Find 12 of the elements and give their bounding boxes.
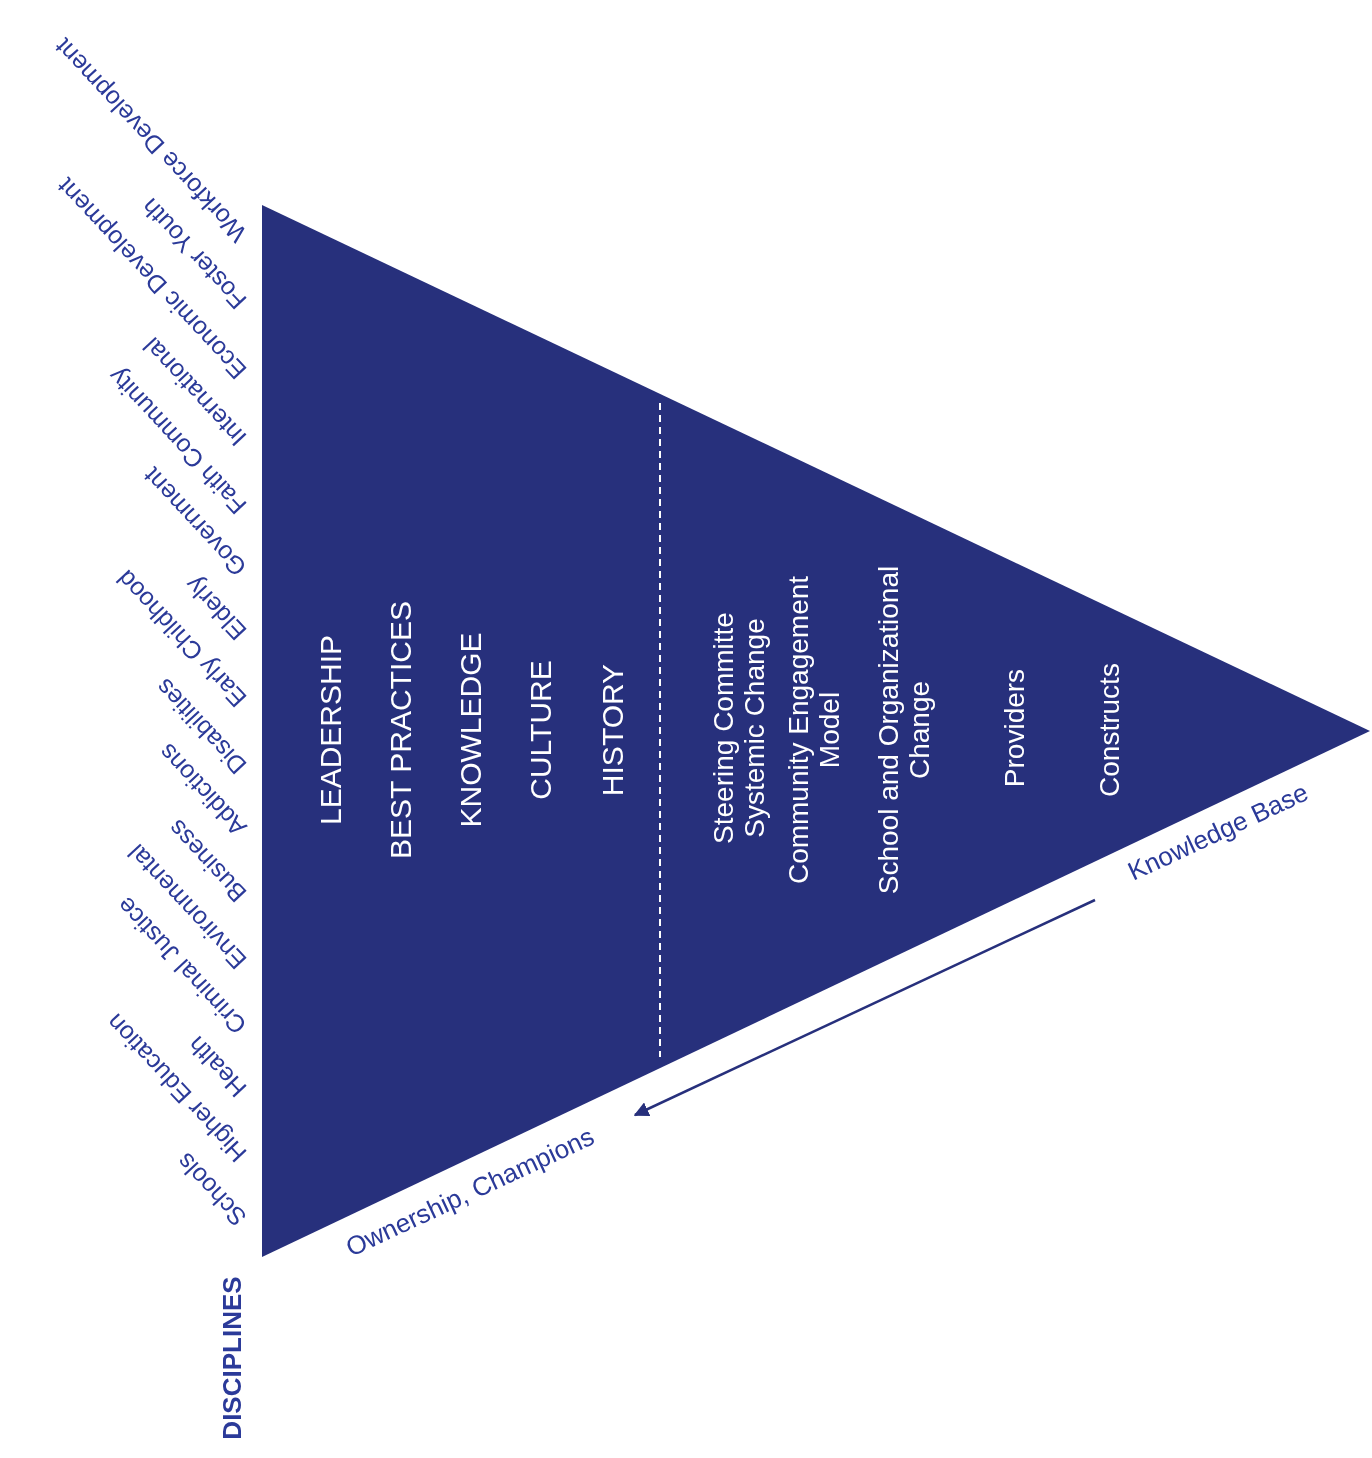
arrow <box>633 898 1096 1117</box>
program-label: School and Organizational Change <box>874 564 936 897</box>
heading-label: DISCIPLINES <box>217 1276 247 1440</box>
pillar-label: BEST PRACTICES <box>383 601 417 859</box>
program-label: Community Engagement Model <box>784 574 846 887</box>
pillar-label: HISTORY <box>595 663 629 797</box>
pillar-label: LEADERSHIP <box>313 634 347 826</box>
program-label: Steering Committe Systemic Change <box>709 611 771 846</box>
program-label: Providers <box>999 667 1031 790</box>
program-label: Constructs <box>1094 662 1126 799</box>
pillar-label: KNOWLEDGE <box>453 632 487 828</box>
pillar-label: CULTURE <box>523 660 557 800</box>
